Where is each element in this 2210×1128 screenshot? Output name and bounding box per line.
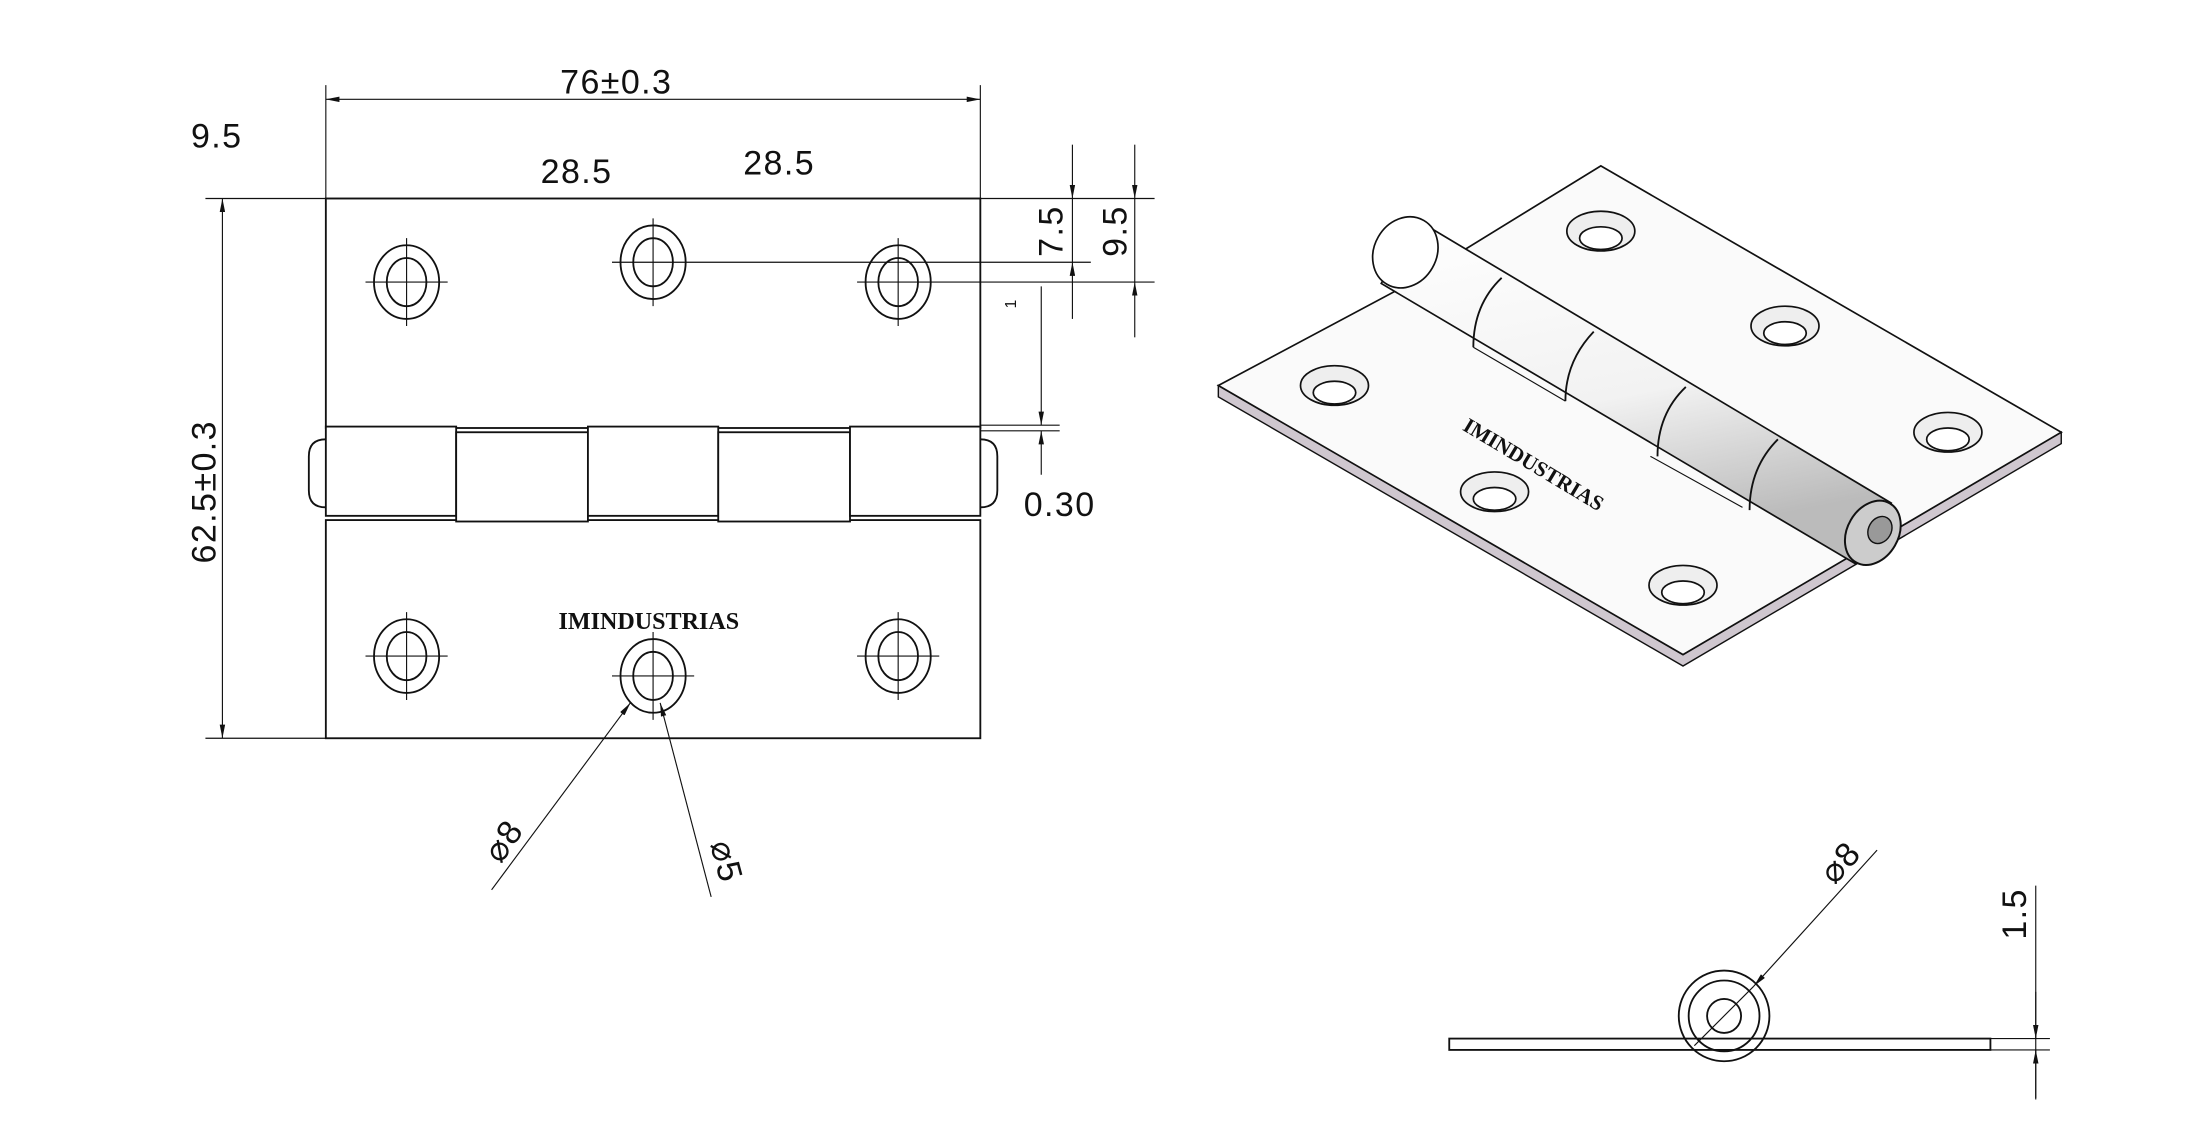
screw-hole: [612, 632, 695, 720]
dim-hole-spacing-left: 28.5: [541, 153, 613, 191]
iso-holes: [1299, 210, 1983, 606]
brand-label: IMINDUSTRIAS: [559, 609, 740, 635]
side-dim-thickness: 1.5: [1996, 888, 2034, 940]
dim-edge-offset: 9.5: [191, 117, 243, 155]
side-view: ⌀8 1.5: [1448, 834, 2050, 1100]
screw-holes: [365, 218, 1155, 720]
screw-hole: [612, 218, 1091, 307]
dim-hole-row-a: 7.5: [1033, 205, 1071, 257]
dim-hole-row-b: 9.5: [1096, 205, 1134, 257]
dimension-lines: [205, 85, 1155, 898]
screw-hole: [857, 238, 1155, 327]
screw-hole: [857, 612, 940, 700]
dim-width: 76±0.3: [560, 64, 672, 102]
knuckles: [307, 425, 999, 523]
isometric-view: IMINDUSTRIAS: [1216, 164, 2063, 667]
side-dim-knuckle-dia: ⌀8: [1812, 834, 1868, 891]
dim-height: 62.5±0.3: [185, 420, 223, 563]
front-view: IMINDUSTRIAS 76±0.3 9.5 28.5 28.5 62.5±0…: [185, 64, 1155, 898]
dim-gap: 0.30: [1024, 486, 1096, 524]
dim-hole-spacing-right: 28.5: [743, 144, 815, 182]
dim-countersink-dia: ⌀8: [476, 813, 531, 869]
screw-hole: [365, 238, 448, 327]
hinge-leaf-bottom: [324, 519, 982, 740]
iso-knuckle-pin: [1371, 215, 1902, 566]
dim-small-mark: 1: [1003, 298, 1020, 308]
dim-hole-dia: ⌀5: [702, 836, 750, 887]
screw-hole: [365, 612, 448, 700]
